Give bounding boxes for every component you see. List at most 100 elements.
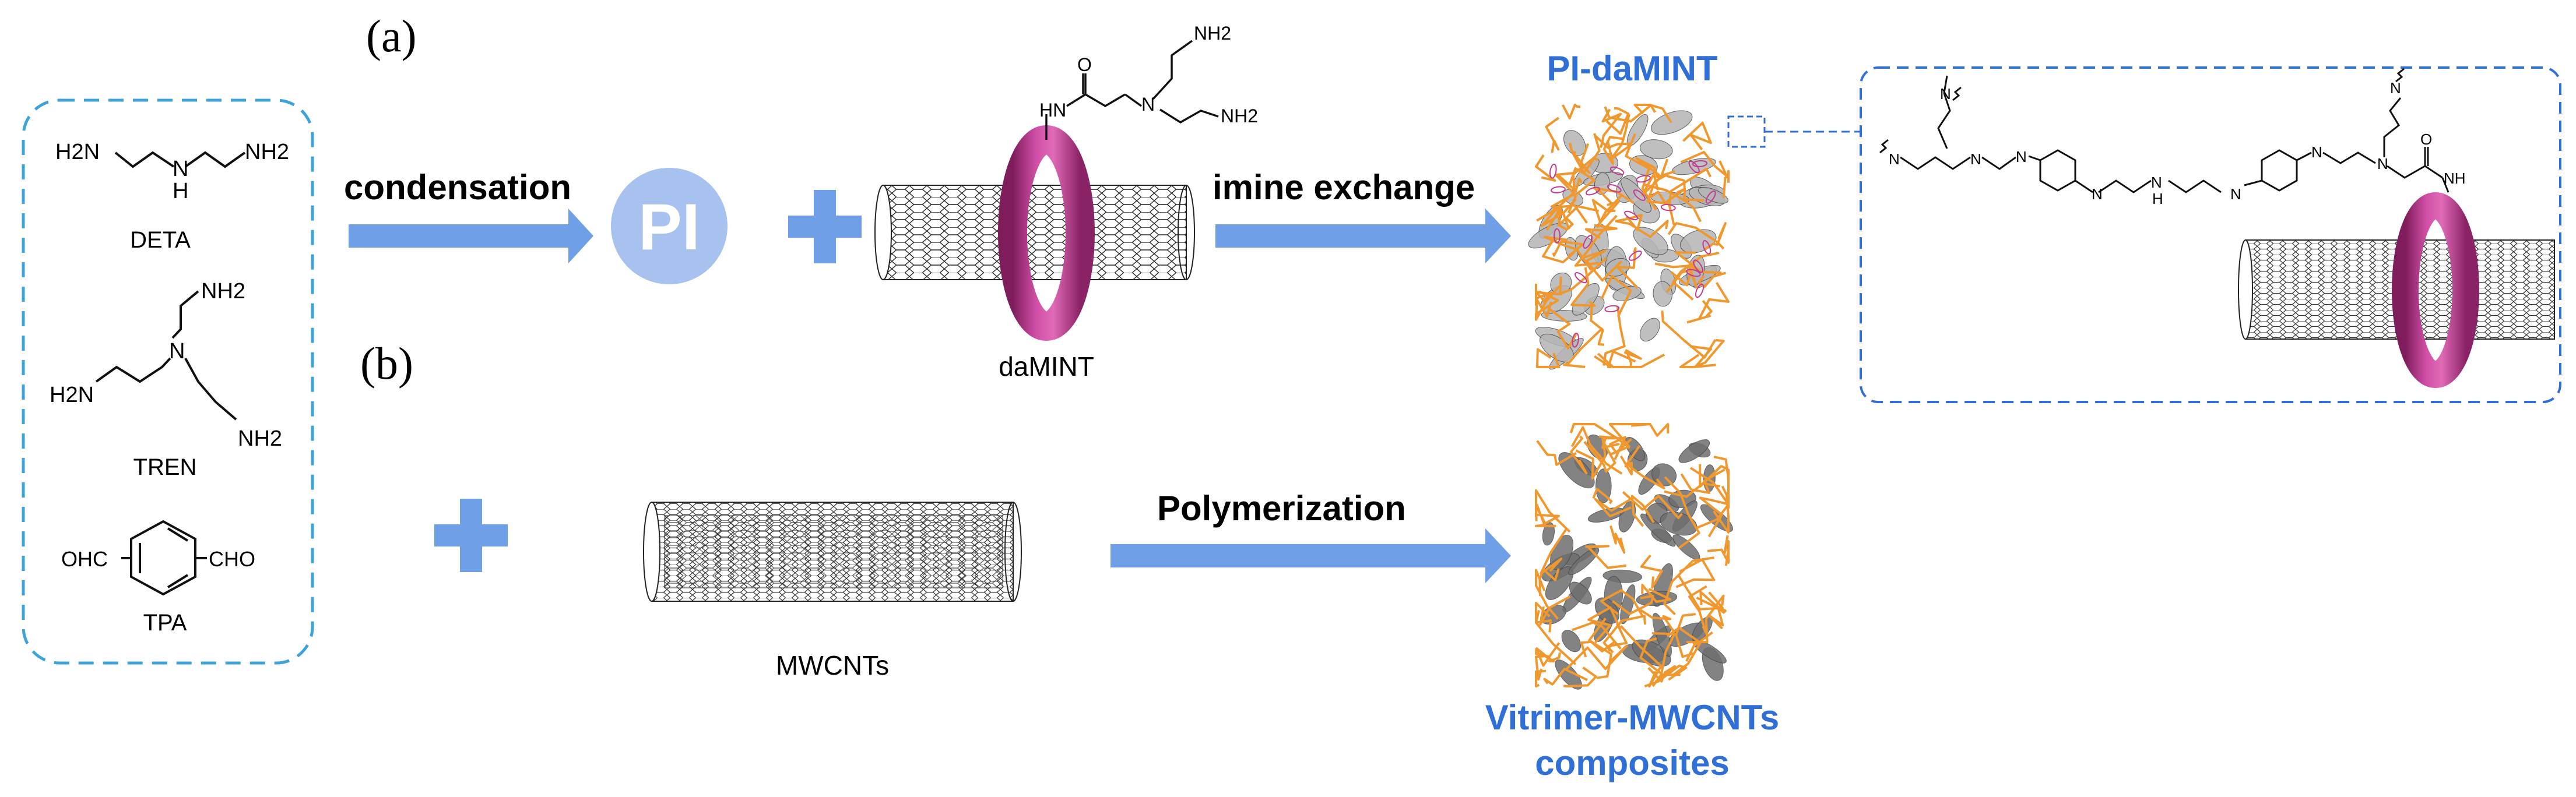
polymer-strand [1641,584,1672,603]
polymer-strand [1535,647,1548,681]
polymer-strand [1664,476,1700,549]
polymer-strand [1688,585,1707,634]
polymer-strand [1698,282,1730,320]
mini-ring [1660,204,1676,211]
polymer-strand [1559,257,1607,295]
polymer-strand [1570,426,1623,475]
polymer-strand [1580,640,1616,658]
vitrimer-title-line1: Vitrimer-MWCNTs [1485,698,1780,737]
mini-ring [1572,332,1579,348]
polymer-strand [1633,104,1672,124]
polymer-strand [1536,440,1577,466]
polymer-strand [1556,171,1583,192]
inset-n-3: N [1970,150,1981,168]
inset-box [1860,66,2561,403]
polymer-strand [1552,240,1584,257]
mini-ring [1636,175,1651,183]
nanotube-segment [1678,439,1710,463]
polymer-strand [1615,220,1669,238]
polymer-strand [1570,267,1596,307]
mini-ring [1607,184,1622,193]
tpa-cho: CHO [209,547,255,571]
nanotube-segment [1542,522,1555,546]
condensation-arrow [349,209,593,263]
nanotube-segment [1569,581,1592,605]
pi-circle [611,168,728,284]
polymer-strand [1680,151,1728,177]
mini-ring [1575,271,1587,284]
polymer-strand [1616,247,1639,289]
nanotube-segment [1563,130,1586,156]
polymer-strand [1699,496,1729,538]
polymer-strand [1535,505,1560,525]
polymer-strand [1547,307,1577,350]
polymer-strand [1602,136,1623,165]
vitrimer-title-line2: composites [1535,743,1729,782]
nanotube-segment [1568,548,1600,576]
nanotube-segment [1561,630,1582,653]
inset-n-5: N [2092,185,2103,203]
polymer-strand [1722,170,1730,198]
polymer-strand [1595,194,1623,228]
polymer-strand [1543,668,1588,686]
polymer-strand [1667,222,1725,250]
polymer-strand [1675,613,1696,658]
mini-ring [1609,166,1625,175]
damint-n: N [1141,94,1155,115]
inset-nh-amide: NH [2444,170,2466,187]
polymer-strand [1583,440,1616,473]
polymer-strand [1602,615,1646,654]
polymer-strand [1594,496,1635,517]
polymer-strand [1672,252,1720,301]
polymer-strand [1605,107,1630,135]
polymer-strand [1609,114,1630,161]
polymer-strand [1535,285,1563,304]
nanotube-segment [1692,639,1727,664]
polymer-strand [1572,621,1622,650]
damint-nh2-top: NH2 [1194,23,1231,44]
nanotube-segment [1555,660,1582,690]
polymer-strand [1630,495,1655,527]
condensation-label: condensation [344,168,571,207]
damint-hn: HN [1039,100,1066,121]
tren-nh2-left: H2N [50,383,94,407]
inset-linker [1879,68,2450,193]
deta-nh2-right: NH2 [245,140,289,164]
polymer-strand [1628,462,1665,489]
vitrimer-network [1535,423,1733,690]
tren-nh2-top: NH2 [201,279,245,304]
inset-n-2: N [1940,85,1951,103]
polymer-strand [1543,235,1593,271]
polymer-strand [1670,266,1698,288]
polymer-strand [1665,251,1698,293]
mini-ring [1628,251,1642,261]
mini-ring [1633,189,1646,201]
polymer-strand [1696,597,1724,630]
polymer-strand [1698,271,1727,288]
mini-ring [1705,191,1716,204]
polymer-strand [1609,525,1626,554]
polymer-strand [1647,665,1677,683]
tpa-ohc: OHC [61,547,108,571]
polymer-strand [1545,117,1560,153]
mini-ring [1695,283,1705,298]
polymer-strand [1582,249,1623,282]
polymer-strand [1563,666,1597,687]
nanotube-segment [1558,452,1595,489]
polymer-strand [1640,554,1663,589]
inset-n-9: N [2390,79,2401,97]
nanotube-segment [1639,318,1660,342]
polymer-strand [1545,205,1600,231]
polymer-strand [1693,339,1725,368]
inset-h: H [2152,190,2163,207]
polymer-strand [1635,157,1675,178]
polymer-strand [1594,135,1632,149]
polymer-strand [1535,290,1559,321]
mini-ring [1583,235,1593,249]
polymer-strand [1640,609,1675,633]
pi-damint-title: PI-daMINT [1547,49,1717,88]
polymer-strand [1562,327,1604,368]
polymer-strand [1535,503,1556,527]
polymer-strand [1569,423,1631,449]
